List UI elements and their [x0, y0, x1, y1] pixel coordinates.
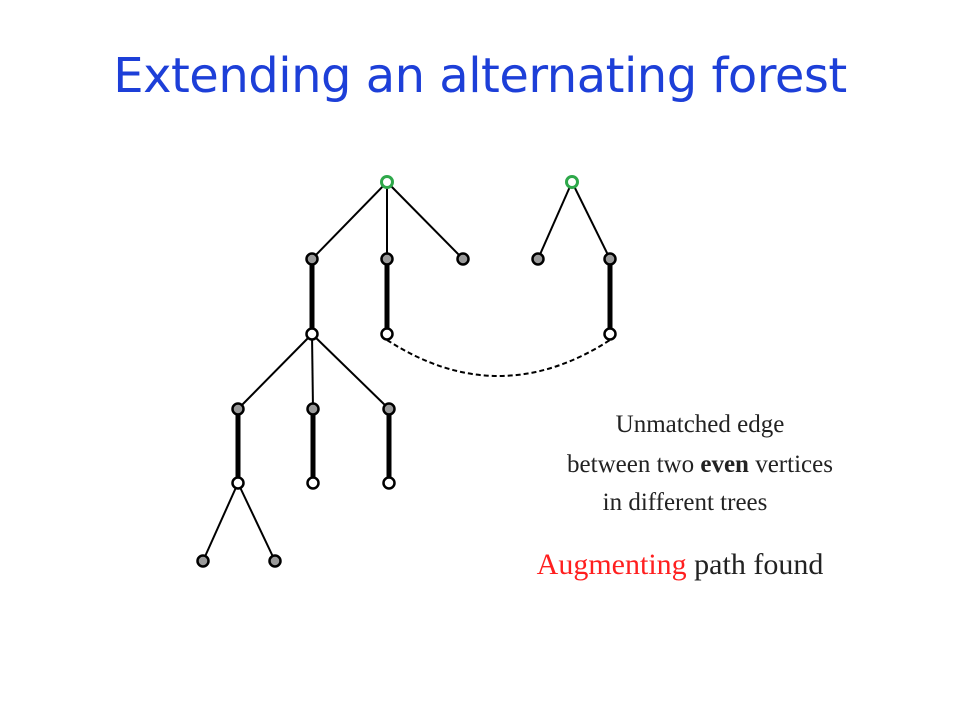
caption-line-2: between two even vertices: [500, 452, 900, 477]
vertex-odd-c: [456, 252, 470, 266]
vertex-even-a2: [305, 327, 319, 341]
caption-line-3: in different trees: [602, 489, 768, 516]
edge-unmatched-f2-i: [202, 482, 239, 562]
vertex-odd-f: [231, 402, 245, 416]
vertex-odd-a: [305, 252, 319, 266]
edge-unmatched-a2-h: [311, 333, 390, 410]
caption-line-2-post: vertices: [748, 451, 833, 478]
edge-unmatched-r2-d: [537, 181, 573, 260]
edge-dashed-b2-e2: [386, 339, 611, 377]
vertex-odd-g: [306, 402, 320, 416]
caption-line-1: Unmatched edge: [615, 411, 785, 438]
vertex-odd-h: [382, 402, 396, 416]
vertex-root-r1: [380, 175, 394, 189]
vertex-even-e2: [603, 327, 617, 341]
vertex-even-g2: [306, 476, 320, 490]
vertex-even-b2: [380, 327, 394, 341]
edge-unmatched-r2-e: [571, 181, 611, 260]
caption-line-2-bold: even: [700, 451, 749, 478]
edge-unmatched-a2-f: [237, 333, 313, 410]
page-title: Extending an alternating forest: [113, 48, 847, 104]
caption-line-2-pre: between two: [567, 451, 701, 478]
vertex-odd-j: [268, 554, 282, 568]
vertex-odd-e: [603, 252, 617, 266]
result-highlight: Augmenting: [536, 548, 687, 581]
edge-unmatched-a2-g: [311, 333, 314, 410]
vertex-even-h2: [382, 476, 396, 490]
edge-unmatched-r1-c: [386, 181, 464, 260]
vertex-odd-b: [380, 252, 394, 266]
vertex-even-f2: [231, 476, 245, 490]
edge-unmatched-r1-a: [311, 181, 388, 260]
vertex-odd-i: [196, 554, 210, 568]
vertex-root-r2: [565, 175, 579, 189]
result-rest: path found: [686, 548, 824, 581]
result-text: Augmenting path found: [480, 548, 880, 582]
vertex-odd-d: [531, 252, 545, 266]
edge-unmatched-f2-j: [237, 482, 276, 562]
